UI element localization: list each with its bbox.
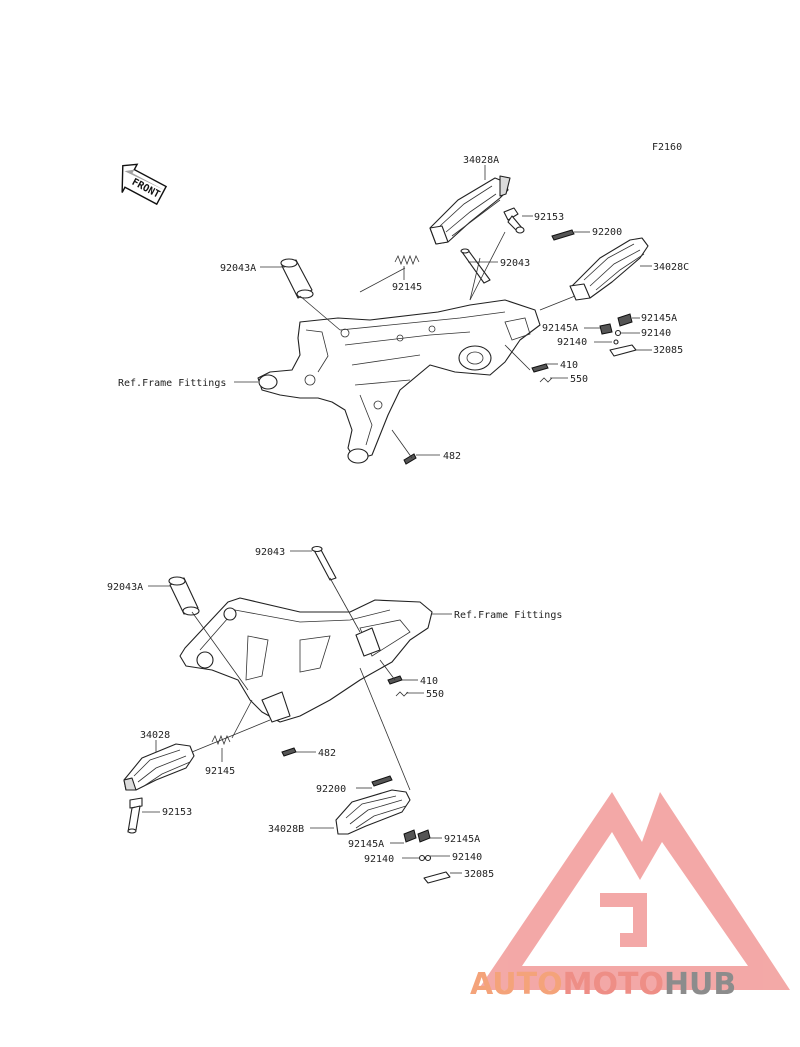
- lower-right-passenger-peg: [335, 789, 411, 835]
- label-92153: 92153: [534, 212, 564, 223]
- upper-spring-a-left: [599, 323, 613, 335]
- watermark-hub: HUB: [664, 967, 736, 1002]
- upper-plate: [609, 344, 637, 357]
- lower-spring: [211, 734, 231, 746]
- upper-pin-rear: [551, 229, 575, 241]
- label-92200: 92200: [592, 227, 622, 238]
- label-34028C: 34028C: [653, 262, 689, 273]
- lower-collar: [168, 576, 200, 616]
- label-lower-92145: 92145: [205, 766, 235, 777]
- upper-spring-a-right: [617, 313, 633, 327]
- label-92140-left: 92140: [557, 337, 587, 348]
- lower-plate: [423, 871, 451, 884]
- watermark-text: AUTOMOTOHUB: [470, 967, 736, 1002]
- label-92145A-right: 92145A: [641, 313, 677, 324]
- label-lower-92043: 92043: [255, 547, 285, 558]
- label-ref-frame-fittings-lower: Ref.Frame Fittings: [454, 610, 562, 621]
- lower-spring-a-left: [403, 829, 417, 843]
- label-92145A-left: 92145A: [542, 323, 578, 334]
- upper-nut: [531, 363, 549, 373]
- lower-spring-a-right: [417, 829, 431, 843]
- lower-snap-pin: [281, 747, 297, 757]
- lower-ball-left: [418, 854, 426, 862]
- upper-spring: [394, 254, 420, 266]
- upper-ball-left: [613, 339, 619, 345]
- label-lower-92140-right: 92140: [452, 852, 482, 863]
- label-410: 410: [560, 360, 578, 371]
- label-550: 550: [570, 374, 588, 385]
- label-lower-34028B: 34028B: [268, 824, 304, 835]
- label-32085: 32085: [653, 345, 683, 356]
- watermark-logo: [478, 792, 790, 990]
- label-lower-92145A-right: 92145A: [444, 834, 480, 845]
- label-lower-92153: 92153: [162, 807, 192, 818]
- label-lower-32085: 32085: [464, 869, 494, 880]
- watermark-triangle-icon: [478, 792, 790, 990]
- upper-assembly: 34028A 92153 92200 92043A 92043 92145 34…: [118, 155, 689, 465]
- label-92043A: 92043A: [220, 263, 256, 274]
- label-lower-92043A: 92043A: [107, 582, 143, 593]
- lower-pin: [311, 545, 337, 581]
- label-lower-410: 410: [420, 676, 438, 687]
- label-482: 482: [443, 451, 461, 462]
- label-34028A: 34028A: [463, 155, 499, 166]
- label-lower-34028: 34028: [140, 730, 170, 741]
- upper-left-rider-peg: [429, 175, 511, 245]
- lower-left-rider-peg: [123, 743, 195, 791]
- label-92140-right: 92140: [641, 328, 671, 339]
- lower-bolt: [127, 797, 143, 834]
- upper-footpeg-bracket: [257, 299, 541, 461]
- lower-washer: [395, 691, 409, 697]
- lower-pin-rear: [371, 775, 393, 787]
- lower-footpeg-bracket: [179, 597, 433, 723]
- upper-bolt: [503, 207, 525, 234]
- watermark-auto: AUTO: [470, 967, 563, 1002]
- upper-right-passenger-peg: [569, 237, 649, 301]
- upper-collar: [280, 258, 314, 299]
- upper-ball-right: [614, 329, 622, 337]
- label-lower-550: 550: [426, 689, 444, 700]
- label-lower-482: 482: [318, 748, 336, 759]
- label-ref-frame-fittings-upper: Ref.Frame Fittings: [118, 378, 226, 389]
- label-92043: 92043: [500, 258, 530, 269]
- upper-washer: [539, 377, 553, 383]
- lower-ball-right: [424, 854, 432, 862]
- lower-assembly: 92043 92043A Ref.Frame Fittings 410 550 …: [107, 545, 562, 884]
- watermark-moto: MOTO: [563, 967, 664, 1002]
- label-lower-92200: 92200: [316, 784, 346, 795]
- label-lower-92140-left: 92140: [364, 854, 394, 865]
- label-lower-92145A-left: 92145A: [348, 839, 384, 850]
- front-arrow-icon: FRONT: [121, 163, 168, 206]
- label-92145: 92145: [392, 282, 422, 293]
- diagram-code: F2160: [652, 142, 682, 153]
